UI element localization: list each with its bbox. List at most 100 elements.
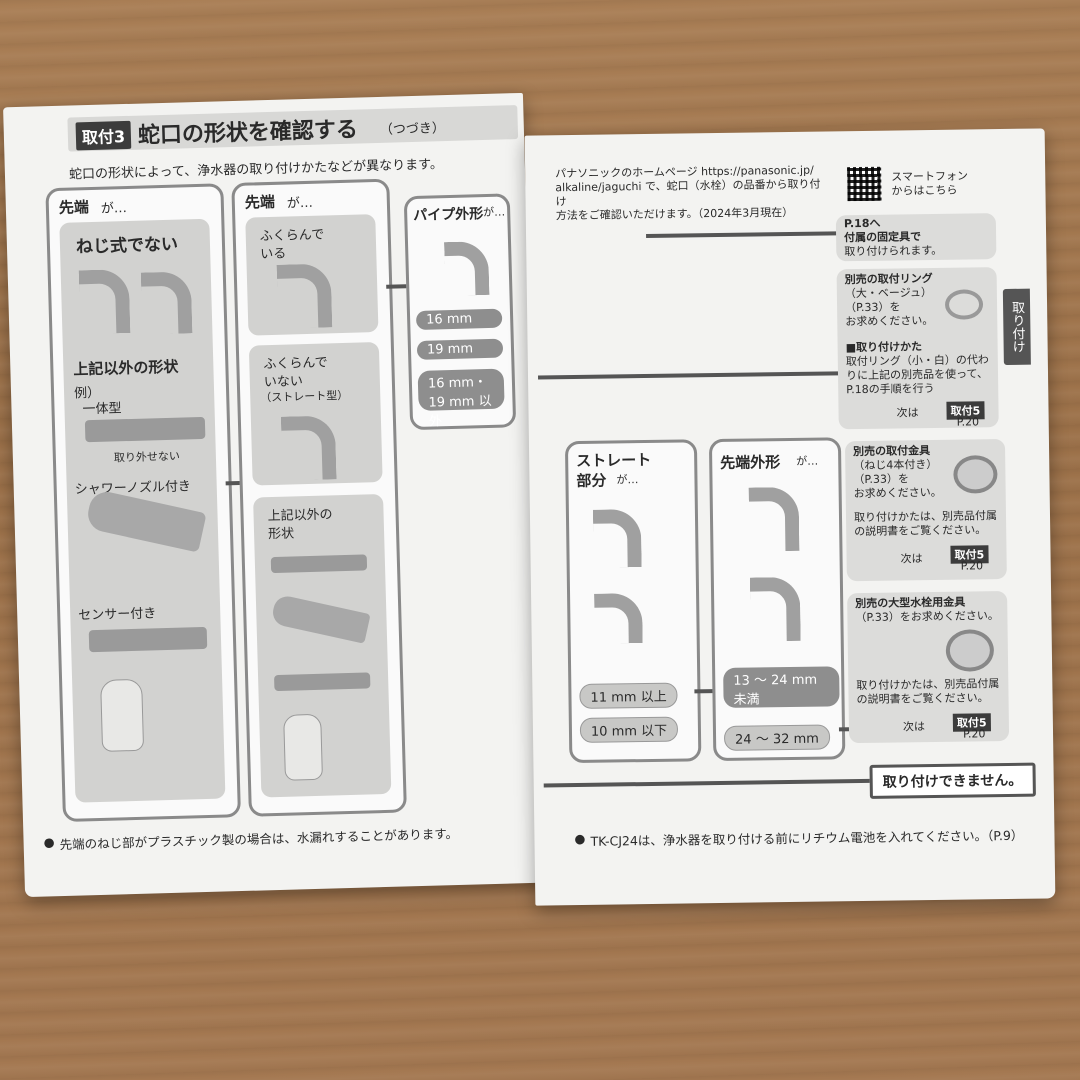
metal-text: 別売の取付金具 （ねじ4本付き） （P.33）を お求めください。 (853, 444, 942, 501)
left-page: 取付3 蛇口の形状を確認する （つづき） 蛇口の形状によって、浄水器の取り付けか… (3, 92, 545, 898)
tip-outer-icon-2 (749, 576, 801, 642)
website-note-line2: alkaline/jaguchi で、蛇口（水栓）の品番から取り付け (555, 177, 821, 209)
section-tag: 取付3 (75, 120, 132, 151)
one-piece-label: 一体型 (82, 401, 122, 418)
size-other-line1: 16 mm・ (427, 375, 488, 392)
website-note: パナソニックのホームページ https://panasonic.jp/ alka… (555, 163, 826, 223)
column-tip-shape: 先端 が… ねじ式でない 上記以外の形状 例） 一体型 取り外せない シャワーノ… (45, 183, 241, 823)
how-line2: りに上記の別売品を使って、 (845, 367, 989, 383)
arrow-col2-col3 (386, 284, 407, 289)
how-line3: P.18の手順を行う (846, 381, 935, 397)
right-page: パナソニックのホームページ https://panasonic.jp/ alka… (524, 128, 1056, 906)
metal-line3: （P.33）を (853, 472, 909, 487)
metal-note-line2: の説明書をご覧ください。 (854, 523, 987, 539)
metal-note: 取り付けかたは、別売品付属 の説明書をご覧ください。 (854, 509, 997, 539)
page-title: 蛇口の形状を確認する (137, 117, 359, 149)
left-footnote-bullet: ● (43, 834, 55, 850)
straight-line2: 部分 (576, 471, 607, 490)
large-note: 取り付けかたは、別売品付属 の説明書をご覧ください。 (856, 677, 999, 707)
metal-line4: お求めください。 (853, 485, 942, 501)
other-line1: 上記以外の (267, 507, 333, 525)
straight-line1: ストレート (576, 450, 652, 470)
metal-line2: （ねじ4本付き） (853, 457, 938, 473)
column-tip-bulge: 先端 が… ふくらんで いる ふくらんで いない （ストレート型） 上記以外の … (231, 178, 407, 817)
other-shapes-label: 上記以外の形状 (73, 357, 179, 379)
large-text: 別売の大型水栓用金具 （P.33）をお求めください。 (855, 595, 999, 625)
pipe-outer-faucet-icon (444, 240, 490, 297)
straight-short-icon (594, 593, 643, 644)
ref-p18: P.18へ (843, 216, 881, 231)
col1-head-suffix: が… (100, 200, 128, 217)
notbulged-line2: いない (263, 374, 304, 391)
tip-suffix: が… (796, 454, 819, 468)
smartphone-note: スマートフォン からはこちら (891, 169, 968, 198)
website-note-line3: 方法をご確認いただけます。（2024年3月現在） (555, 205, 794, 223)
column-pipe-size: パイプ外形 が… 16 mm 19 mm 16 mm・ 19 mm 以外 (403, 193, 517, 431)
no-thread-label: ねじ式でない (75, 234, 179, 258)
straight-suffix: が… (616, 473, 639, 487)
not-removable-label: 取り外せない (113, 449, 181, 465)
hand-icon (100, 678, 145, 752)
arrow-to-cannot (543, 778, 870, 788)
fixture-line2: 取り付けられます。 (844, 243, 943, 259)
right-footnote-bullet: ● (574, 830, 586, 847)
length-10mm: 10 mm 以下 (579, 716, 679, 743)
title-suffix: （つづき） (379, 121, 446, 138)
column-tip-outer: 先端外形 が… 13 ～ 24 mm 未満 24 ～ 32 mm (708, 437, 846, 762)
ring-line1: 別売の取付リング (844, 271, 933, 287)
arrow-to-ring (537, 371, 839, 380)
other-faucet-icon-3 (274, 672, 371, 692)
size-19mm: 19 mm (416, 338, 504, 360)
cannot-install-box: 取り付けできません。 (869, 762, 1036, 799)
ring-text: 別売の取付リング （大・ベージュ） （P.33）を お求めください。 (845, 272, 934, 329)
col2-head: 先端 (244, 192, 276, 212)
next-page-2: P.20 (960, 559, 984, 573)
left-footnote: 先端のねじ部がプラスチック製の場合は、水漏れすることがあります。 (59, 825, 459, 853)
next-label-2: 次は (900, 552, 923, 566)
col3-head-suffix: が… (483, 205, 506, 220)
size-other: 16 mm・ 19 mm 以外 (417, 368, 505, 430)
how-to: ■取り付けかた 取付リング（小・白）の代わ りに上記の別売品を使って、 P.18… (846, 339, 990, 397)
large-note-line2: の説明書をご覧ください。 (856, 691, 989, 707)
arrow-to-fixture (646, 231, 837, 238)
length-11mm: 11 mm 以上 (579, 682, 678, 709)
next-label-3: 次は (902, 720, 926, 734)
right-footnote: TK-CJ24は、浄水器を取り付ける前にリチウム電池を入れてください。（P.9） (590, 827, 1024, 849)
tip-head: 先端外形 (720, 453, 781, 472)
shower-label: シャワーノズル付き (74, 479, 192, 498)
arrow-straight-to-tip (694, 689, 713, 694)
range1-line2: 未満 (733, 692, 760, 708)
column-straight-length: ストレート 部分 が… 11 mm 以上 10 mm 以下 (564, 439, 702, 764)
smartphone-line1: スマートフォン (891, 169, 969, 184)
next-page-3: P.20 (962, 727, 986, 741)
ring-line4: お求めください。 (845, 313, 934, 329)
next-label-1: 次は (896, 406, 919, 420)
one-piece-faucet-icon (84, 416, 206, 443)
qr-code-icon[interactable] (847, 166, 882, 202)
smartphone-line2: からはこちら (891, 183, 958, 198)
size-other-line2: 19 mm 以外 (428, 393, 492, 430)
fixture-line1: 付属の固定具で (844, 230, 922, 245)
size-16mm: 16 mm (415, 308, 503, 330)
ring-line3: （P.33）を (844, 300, 901, 315)
straight-type-label: （ストレート型） (260, 388, 349, 405)
hand-icon-2 (283, 713, 323, 781)
sensor-label: センサー付き (78, 606, 157, 624)
range-13-24: 13 ～ 24 mm 未満 (723, 666, 840, 708)
col3-head: パイプ外形 (413, 206, 484, 224)
col2-head-suffix: が… (286, 195, 314, 212)
bulged-line1: ふくらんで (259, 227, 325, 245)
next-page-1: P.20 (956, 415, 980, 429)
sensor-faucet-icon (88, 626, 208, 653)
side-tab: 取り付け (1002, 288, 1031, 365)
other-line2: 形状 (267, 526, 295, 543)
range-24-32: 24 ～ 32 mm (723, 724, 831, 751)
notbulged-line1: ふくらんで (263, 355, 328, 373)
metal-line1: 別売の取付金具 (853, 444, 931, 459)
tip-outer-icon-1 (748, 486, 800, 552)
col1-head: 先端 (58, 198, 90, 217)
range1-line1: 13 ～ 24 mm (733, 672, 818, 689)
intro-text: 蛇口の形状によって、浄水器の取り付けかたなどが異なります。 (68, 157, 444, 183)
straight-long-icon (592, 509, 642, 568)
other-faucet-icon-1 (270, 554, 368, 574)
